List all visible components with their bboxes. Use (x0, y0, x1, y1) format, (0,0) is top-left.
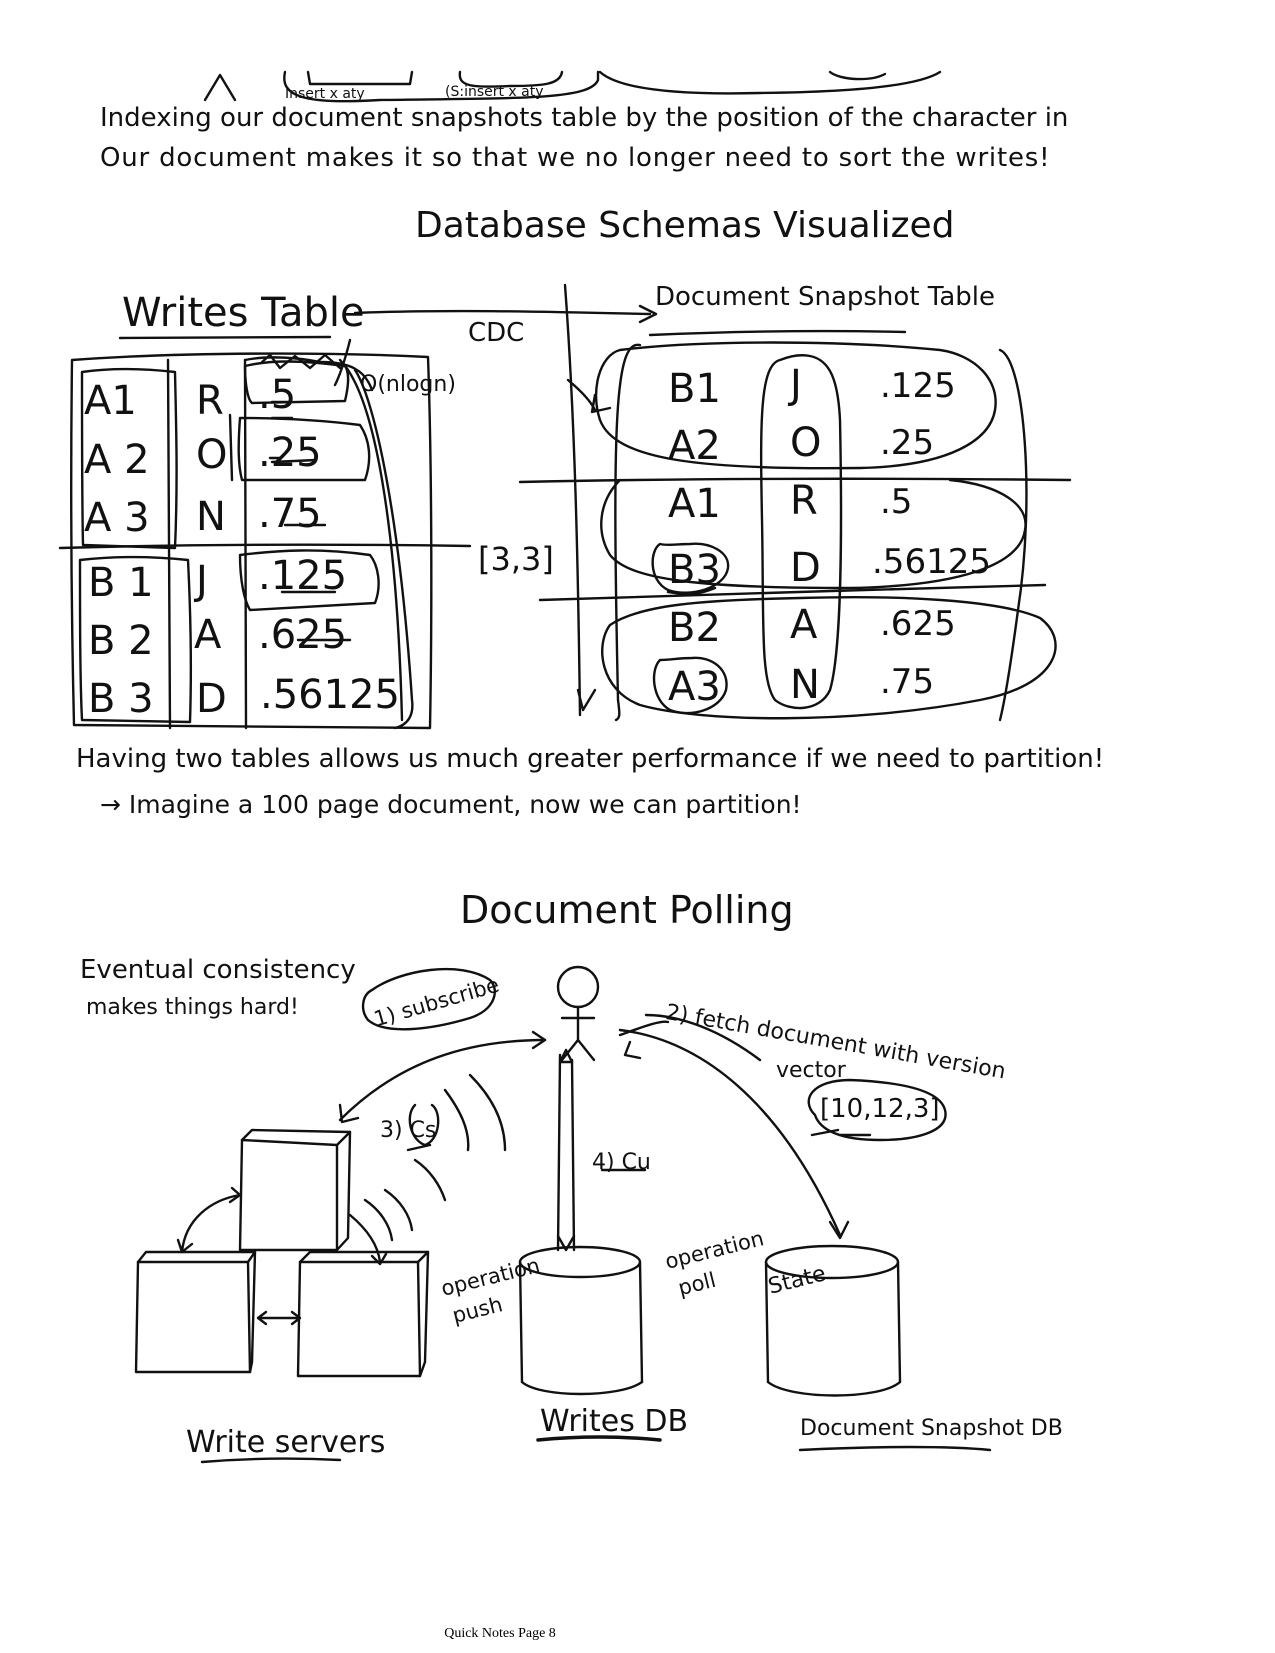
schemas-title: Database Schemas Visualized (415, 205, 955, 246)
intro-line-1: Indexing our document snapshots table by… (100, 103, 1069, 133)
snapshot-pos-cell: .5 (880, 482, 913, 522)
writes-id-cell: A 3 (84, 495, 150, 541)
snapshot-id-cell: B1 (668, 366, 721, 412)
page-footer: Quick Notes Page 8 (444, 1626, 556, 1641)
writes-char-cell: D (196, 676, 227, 722)
writes-pos-cell: .25 (258, 430, 322, 476)
snapshot-id-cell: B2 (668, 605, 721, 651)
snapshot-char-cell: A (790, 602, 818, 648)
snapshot-pos-cell: .125 (880, 366, 956, 406)
writes-table-underlines (270, 400, 352, 642)
step-2-fetch-line-2: vector (776, 1058, 846, 1083)
write-servers-label: Write servers (186, 1425, 386, 1460)
top-fragment-right-label: (S:insert x aty (445, 84, 544, 100)
writes-pos-cell: .75 (258, 491, 322, 537)
snapshot-id-cell: A3 (668, 664, 721, 710)
snapshot-char-cell: O (790, 420, 822, 466)
snapshot-table-shapes (518, 283, 1072, 722)
step-4-label: 4) Cu (592, 1150, 651, 1175)
snapshot-id-cell: A2 (668, 423, 721, 469)
snapshot-char-cell: D (790, 545, 821, 591)
snapshot-char-cell: R (790, 478, 818, 524)
step-3-label: 3) Cs (380, 1118, 437, 1143)
complexity-label: O(nlogn) (360, 372, 456, 397)
partition-note-2: → Imagine a 100 page document, now we ca… (100, 790, 802, 819)
writes-id-cell: B 1 (88, 560, 154, 606)
writes-char-cell: R (196, 378, 224, 424)
snapshot-pos-cell: .25 (880, 423, 935, 463)
intro-line-2: Our document makes it so that we no long… (100, 143, 1051, 173)
writes-table-shapes (58, 304, 658, 730)
top-fragment-left-label: Insert x aty (285, 86, 365, 102)
snapshot-db-label: Document Snapshot DB (800, 1416, 1063, 1441)
partition-label: [3,3] (478, 540, 554, 578)
partition-note-1: Having two tables allows us much greater… (76, 744, 1105, 774)
snapshot-pos-cell: .625 (880, 604, 956, 644)
snapshot-char-cell: N (790, 662, 820, 708)
writes-char-cell: N (196, 494, 226, 540)
writes-char-cell: A (194, 612, 222, 658)
snapshot-char-cell: J (790, 362, 802, 408)
snapshot-id-cell: B3 (668, 547, 721, 593)
snapshot-pos-cell: .56125 (872, 542, 991, 582)
polling-diagram-shapes (134, 965, 992, 1464)
version-vector: [10,12,3] (820, 1094, 940, 1124)
writes-id-cell: B 2 (88, 618, 154, 664)
polling-title: Document Polling (460, 888, 794, 932)
writes-id-cell: B 3 (88, 676, 154, 722)
writes-table-title: Writes Table (122, 290, 365, 336)
snapshot-id-cell: A1 (668, 481, 721, 527)
top-fragment-shapes (203, 70, 942, 103)
writes-pos-cell: .5 (258, 372, 297, 418)
writes-pos-cell: .625 (258, 612, 348, 658)
eventual-consistency-line-1: Eventual consistency (80, 955, 356, 985)
writes-pos-cell: .125 (258, 553, 348, 599)
cdc-label: CDC (468, 318, 525, 348)
writes-id-cell: A1 (84, 378, 137, 424)
writes-pos-cell: .56125 (260, 672, 400, 718)
eventual-consistency-line-2: makes things hard! (86, 995, 299, 1020)
writes-id-cell: A 2 (84, 437, 150, 483)
writes-char-cell: J (196, 558, 208, 604)
snapshot-pos-cell: .75 (880, 662, 935, 702)
snapshot-table-title: Document Snapshot Table (655, 282, 996, 312)
writes-db-label: Writes DB (540, 1404, 689, 1439)
writes-char-cell: O (196, 432, 228, 478)
